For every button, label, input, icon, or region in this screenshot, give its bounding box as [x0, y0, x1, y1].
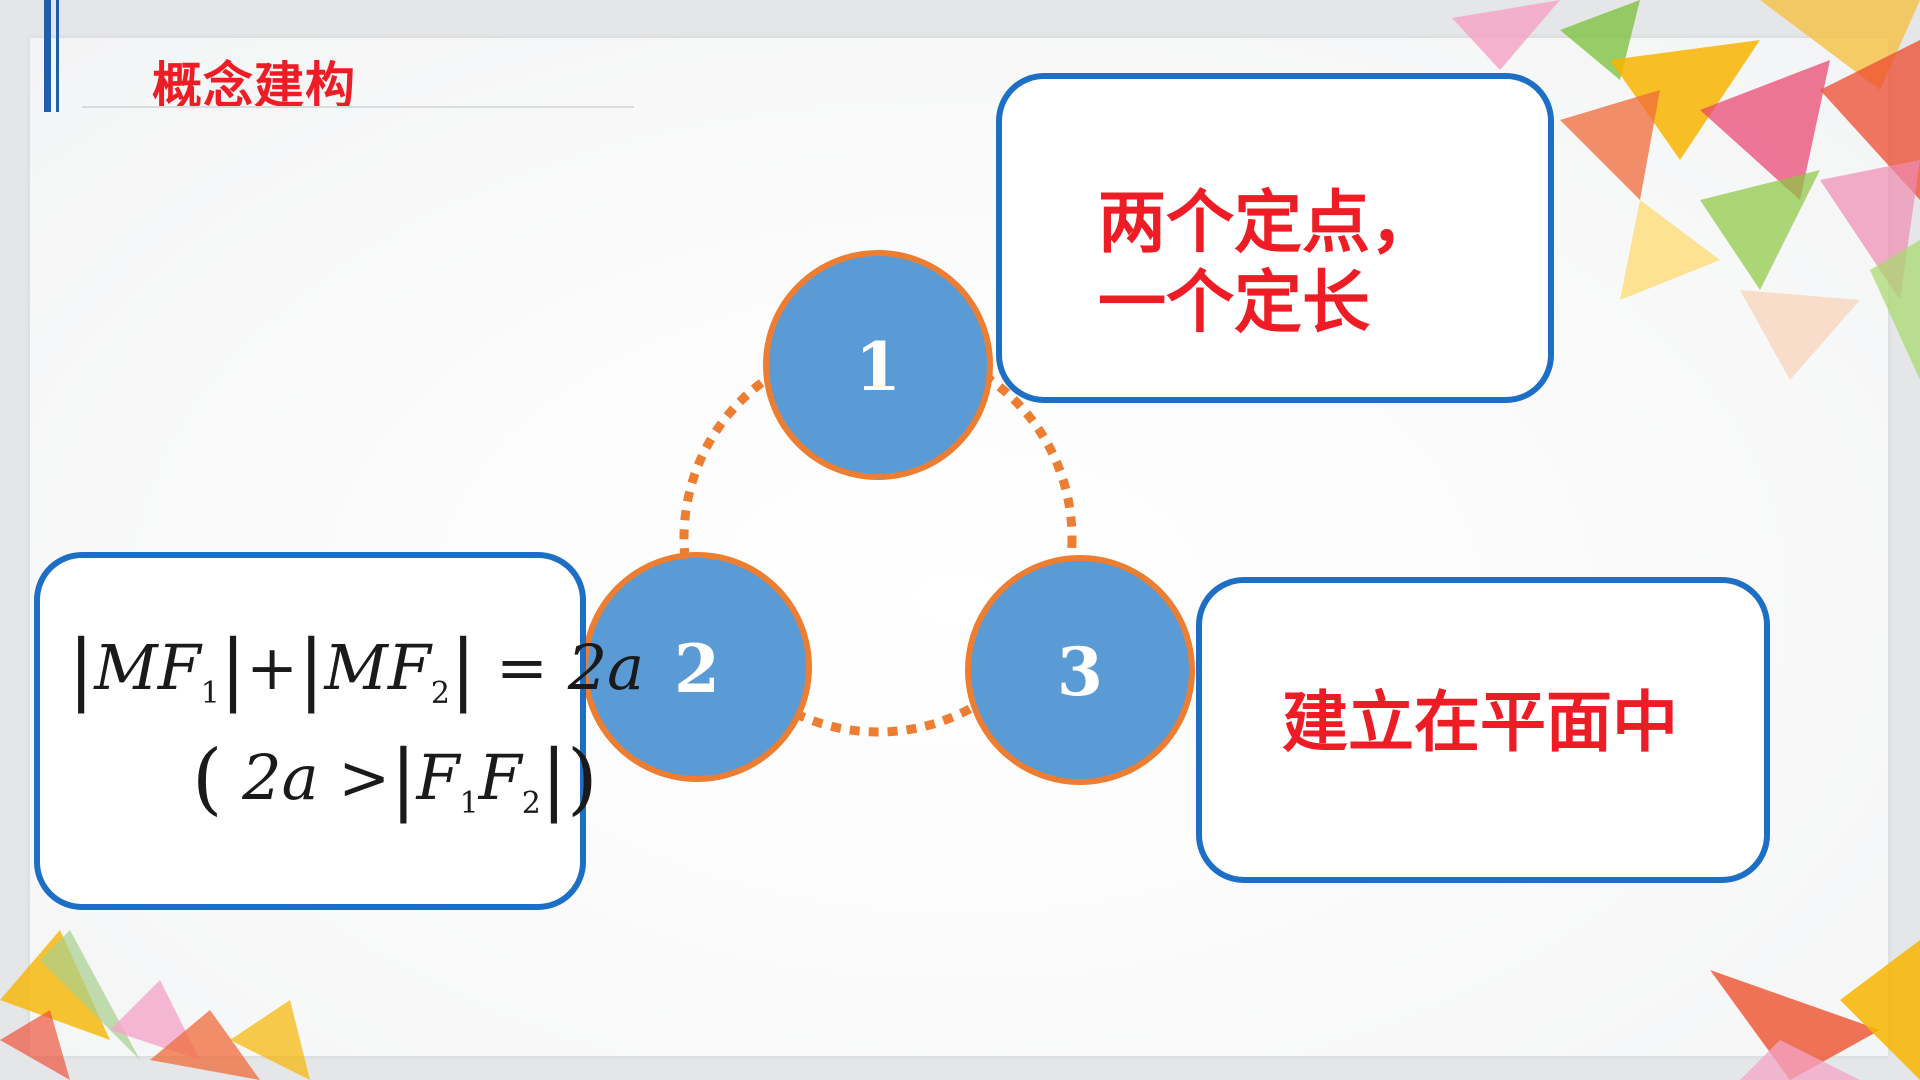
definition-box-fixed-points: 两个定点， 一个定长: [996, 73, 1554, 403]
decor-triangle: [0, 930, 110, 1040]
abs-bar: |: [450, 624, 477, 714]
formula-sub-1: 1: [200, 676, 220, 711]
formula-symbol-F: F: [478, 741, 522, 814]
node-3-label: 3: [1057, 633, 1103, 711]
node-1-label: 1: [855, 328, 901, 406]
node-2[interactable]: 2: [582, 552, 812, 782]
decor-triangle: [0, 1010, 70, 1080]
abs-bar: |: [68, 624, 95, 714]
decor-triangle: [1610, 40, 1760, 160]
formula-paren-open: (: [192, 734, 223, 824]
definition-box-plane: 建立在平面中: [1196, 577, 1770, 883]
node-2-label: 2: [674, 630, 720, 708]
formula-symbol-F: F: [387, 631, 431, 704]
formula-paren-close: ): [567, 734, 598, 824]
formula-greater-than: >: [338, 741, 391, 814]
formula-line-2: ( 2a >|F1F2|): [192, 734, 598, 824]
node-1[interactable]: 1: [763, 250, 993, 480]
title-accent-bar: [44, 0, 51, 112]
decor-triangle: [230, 1000, 310, 1080]
abs-bar: |: [390, 734, 417, 824]
decor-triangle: [150, 1010, 260, 1080]
box-text-line-1: 两个定点，: [1098, 184, 1439, 263]
page-title: 概念建构: [152, 57, 356, 115]
formula-lhs: 2a: [242, 741, 319, 814]
decor-triangle: [1700, 60, 1830, 200]
decor-triangle: [1710, 970, 1880, 1080]
node-3-circle: [965, 555, 1195, 785]
decor-triangle: [1820, 40, 1920, 200]
formula-rhs: 2a: [567, 631, 645, 704]
formula-sub-2: 2: [430, 676, 451, 711]
decor-triangle: [1870, 240, 1920, 380]
decor-triangle: [1452, 0, 1560, 70]
definition-box-formula: |MF1|+|MF2| = 2a ( 2a >|F1F2|): [34, 552, 644, 910]
formula-plus: +: [246, 631, 299, 704]
formula-symbol-F: F: [157, 631, 201, 704]
formula-line-1: |MF1|+|MF2| = 2a: [68, 624, 644, 714]
formula-equals: =: [496, 631, 548, 704]
box-text: 建立在平面中: [1282, 684, 1678, 761]
title-accent-bar-thin: [56, 0, 59, 112]
abs-bar: |: [540, 734, 568, 824]
formula-symbol-M: M: [324, 631, 388, 704]
formula-symbol-F: F: [416, 741, 460, 814]
formula-symbol-M: M: [94, 631, 158, 704]
box-text-line-2: 一个定长: [1098, 264, 1371, 343]
decor-triangle: [1700, 170, 1820, 290]
formula-sub-2: 2: [521, 786, 541, 821]
title-divider: [82, 106, 634, 108]
node-1-circle: [763, 250, 993, 480]
decor-triangle: [1740, 290, 1860, 380]
node-3[interactable]: 3: [965, 555, 1195, 785]
decor-triangle: [1620, 200, 1720, 300]
abs-bar: |: [219, 624, 247, 714]
abs-bar: |: [298, 624, 325, 714]
formula-sub-1: 1: [459, 786, 479, 821]
decor-triangle: [1840, 940, 1920, 1080]
decor-triangle: [1560, 90, 1660, 200]
decor-triangle: [1740, 1040, 1860, 1080]
